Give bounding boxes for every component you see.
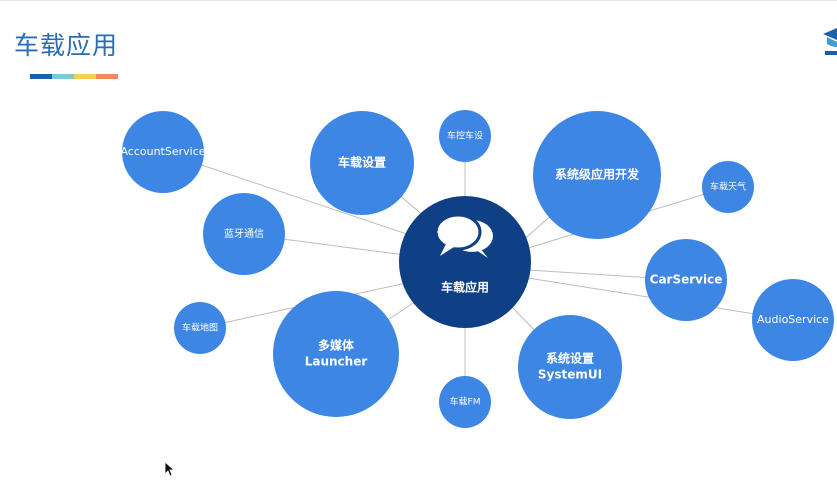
- node-account-service: AccountService: [120, 111, 206, 193]
- node-label: AudioService: [757, 313, 829, 326]
- node-label: 车控车设: [447, 130, 483, 142]
- node-label: SystemUI: [538, 368, 602, 382]
- node-car-control: 车控车设: [439, 110, 491, 162]
- accent-segment-3: [74, 74, 96, 79]
- node-circle: [752, 279, 834, 361]
- accent-segment-1: [30, 74, 52, 79]
- mouse-cursor-icon: [164, 461, 176, 481]
- node-circle: [518, 315, 622, 419]
- node-car-settings: 车载设置: [310, 111, 414, 215]
- slide-title: 车载应用: [14, 31, 119, 60]
- node-circle: [273, 291, 399, 417]
- node-car-map: 车载地图: [174, 302, 226, 354]
- node-label: 车载天气: [710, 181, 746, 193]
- node-label: Launcher: [305, 355, 368, 369]
- node-circle: [645, 239, 727, 321]
- node-label: 车载设置: [338, 155, 386, 170]
- node-audio-service: AudioService: [752, 279, 834, 361]
- node-label: 系统设置: [546, 351, 594, 366]
- node-bluetooth-call: 蓝牙通信: [203, 193, 285, 275]
- node-car-service: CarService: [645, 239, 727, 321]
- chat-bubbles-icon: [434, 213, 493, 258]
- node-circle: [203, 193, 285, 275]
- node-car-fm: 车载FM: [439, 376, 491, 428]
- center-node: 车载应用: [399, 196, 531, 328]
- node-circle: [702, 161, 754, 213]
- node-circle: [310, 111, 414, 215]
- node-multimedia-launcher: 多媒体 Launcher: [273, 291, 399, 417]
- node-label: 多媒体: [318, 338, 355, 353]
- node-label: 车载地图: [182, 322, 218, 334]
- node-circle: [122, 111, 204, 193]
- node-label: 系统级应用开发: [555, 167, 640, 182]
- title-accent-bar: [30, 74, 118, 79]
- mortarboard-logo-icon: [821, 24, 837, 64]
- node-circle: [439, 376, 491, 428]
- center-label: 车载应用: [441, 280, 489, 295]
- accent-segment-4: [96, 74, 118, 79]
- node-circle: [439, 110, 491, 162]
- node-systemui: 系统设置 SystemUI: [518, 315, 622, 419]
- accent-segment-2: [52, 74, 74, 79]
- top-border: [0, 0, 837, 1]
- center-circle: [399, 196, 531, 328]
- node-label: CarService: [650, 273, 723, 287]
- node-car-weather: 车载天气: [702, 161, 754, 213]
- node-label: 蓝牙通信: [224, 228, 264, 240]
- node-circle: [533, 111, 661, 239]
- node-label: 车载FM: [450, 396, 481, 408]
- node-system-app-dev: 系统级应用开发: [533, 111, 661, 239]
- node-circle: [174, 302, 226, 354]
- node-label: AccountService: [120, 145, 205, 158]
